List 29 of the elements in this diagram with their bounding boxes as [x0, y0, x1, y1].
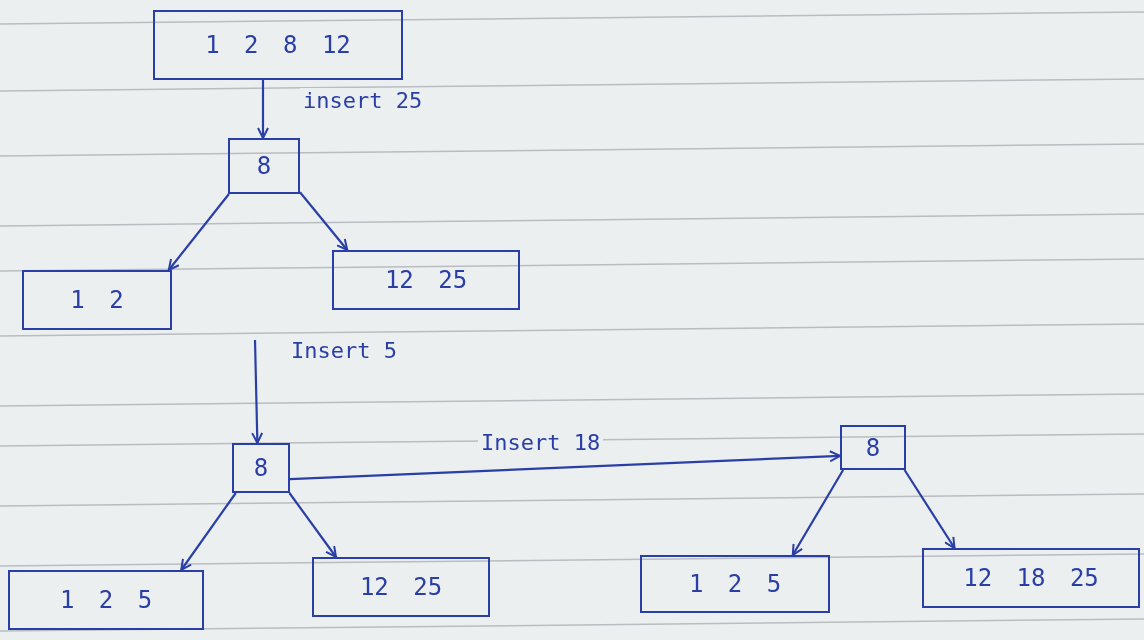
- arrow: [251, 339, 264, 444]
- tree-node-box: [22, 270, 172, 330]
- arrow: [288, 492, 337, 558]
- arrow: [791, 469, 845, 556]
- arrow: [180, 492, 237, 571]
- node-keys: 1 2 5: [688, 570, 782, 598]
- node-keys: 1 2 5: [59, 586, 153, 614]
- tree-node-box: [640, 555, 830, 613]
- tree-node-box: [153, 10, 403, 80]
- tree-node-box: [332, 250, 520, 310]
- arrow: [299, 191, 349, 251]
- node-keys: 12 25: [359, 573, 443, 601]
- node-keys: 12 18 25: [963, 564, 1099, 592]
- node-keys: 1 2 8 12: [205, 31, 351, 59]
- tree-node-box: [228, 138, 300, 194]
- node-keys: 12 25: [384, 266, 468, 294]
- node-keys: 8: [253, 454, 269, 482]
- tree-node-box: [232, 443, 290, 493]
- node-keys: 8: [865, 433, 881, 462]
- node-keys: 8: [256, 152, 272, 180]
- node-keys: 1 2: [70, 286, 124, 314]
- tree-node-box: [312, 557, 490, 617]
- tree-node-box: [8, 570, 204, 630]
- arrow: [167, 193, 230, 271]
- tree-node-box: [922, 548, 1140, 608]
- arrow: [289, 450, 841, 481]
- tree-node-box: [840, 425, 906, 470]
- arrow: [257, 80, 269, 139]
- arrow: [903, 469, 956, 549]
